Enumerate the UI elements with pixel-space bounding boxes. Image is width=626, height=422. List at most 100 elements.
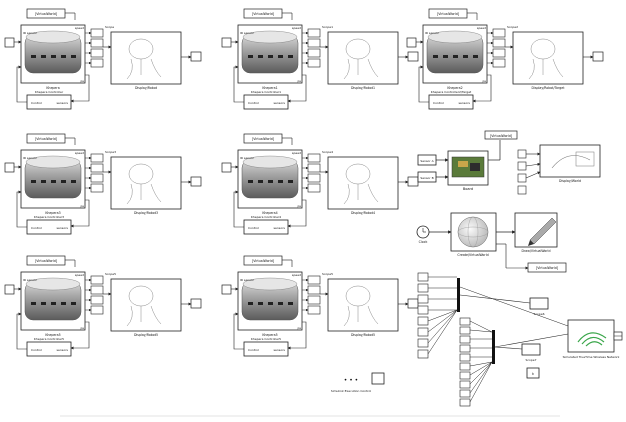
- display-sketch: [343, 58, 379, 80]
- network-output-block[interactable]: [459, 326, 471, 335]
- feedback-line: [418, 65, 429, 103]
- network-output-block[interactable]: [459, 317, 471, 326]
- network-input-block[interactable]: [417, 283, 429, 293]
- mux-port-block[interactable]: [307, 58, 321, 68]
- input-port-block[interactable]: [221, 37, 232, 48]
- vw-tag[interactable]: [243, 255, 283, 266]
- controller-label: Khepera Controller2/Target: [431, 90, 472, 94]
- mux-port-block[interactable]: [90, 173, 104, 183]
- network-output-block[interactable]: [459, 335, 471, 344]
- network-output-block[interactable]: [459, 380, 471, 389]
- robot-sensor-window: [41, 55, 46, 58]
- mux-port-block[interactable]: [307, 48, 321, 58]
- output-port-block[interactable]: [407, 298, 419, 309]
- input-port-block[interactable]: [406, 37, 417, 48]
- mux-port-block[interactable]: [90, 183, 104, 193]
- network-output-block[interactable]: [459, 371, 471, 380]
- display-world-block[interactable]: [539, 144, 601, 178]
- network-input-block[interactable]: [417, 305, 429, 315]
- input-port-block[interactable]: [4, 284, 15, 295]
- network-output-block[interactable]: [459, 362, 471, 371]
- feedback-line: [233, 65, 244, 103]
- robot-top: [242, 277, 298, 291]
- mux-port-block[interactable]: [90, 48, 104, 58]
- scope-label: Scope2: [507, 25, 518, 29]
- execution-control: • • • Simulink Execution Control: [331, 372, 385, 393]
- vw-tag[interactable]: [26, 255, 66, 266]
- robot-sensor-window: [278, 180, 283, 183]
- input-port-block[interactable]: [221, 284, 232, 295]
- network-input-block[interactable]: [417, 338, 429, 348]
- mux-port-block[interactable]: [307, 285, 321, 295]
- draw-world-label: Draw/VirtualWorld: [522, 249, 551, 253]
- mux-port-block[interactable]: [90, 153, 104, 163]
- mux-port-block[interactable]: [307, 163, 321, 173]
- sim-control-block[interactable]: [371, 372, 385, 385]
- vw-tag[interactable]: [26, 8, 66, 19]
- mux-port-block[interactable]: [90, 275, 104, 285]
- vw-tag-label: [VirtualWorld]: [252, 12, 274, 16]
- mux-port-block[interactable]: [307, 183, 321, 193]
- mux-port-block[interactable]: [90, 295, 104, 305]
- vw-tag[interactable]: [243, 8, 283, 19]
- network-output-block[interactable]: [459, 344, 471, 353]
- mux-port-block[interactable]: [492, 58, 506, 68]
- display-robot-label: Display/Robot/Target: [531, 86, 565, 90]
- vw-tag[interactable]: [428, 8, 468, 19]
- output-port-block[interactable]: [190, 51, 202, 62]
- input-port-block[interactable]: [221, 162, 232, 173]
- board-panel: Sensor A Sensor B Board [VirtualWorld] D…: [417, 130, 601, 195]
- network-input-block[interactable]: [417, 327, 429, 337]
- network-output-block[interactable]: [459, 389, 471, 398]
- mux-port-block[interactable]: [307, 305, 321, 315]
- mux-port-block[interactable]: [307, 173, 321, 183]
- network-input-block[interactable]: [417, 316, 429, 326]
- mux-port-block[interactable]: [307, 38, 321, 48]
- mux-port-block[interactable]: [307, 295, 321, 305]
- input-port-block[interactable]: [4, 162, 15, 173]
- sensors-label: sensors: [56, 101, 68, 105]
- sensor-b-label: Sensor B: [420, 176, 433, 180]
- mux-port-block[interactable]: [90, 285, 104, 295]
- display-sketch: [343, 305, 379, 327]
- mux-port-block[interactable]: [90, 58, 104, 68]
- robot-sensor-window: [71, 302, 76, 305]
- mux-port-block[interactable]: [90, 38, 104, 48]
- mux-port-block[interactable]: [307, 275, 321, 285]
- signal-line: [469, 361, 493, 403]
- input-port-block[interactable]: [4, 37, 15, 48]
- mux-port-block[interactable]: [492, 48, 506, 58]
- wireless-label: Simulated TrueTime Wireless Network: [563, 355, 620, 359]
- gain-block[interactable]: [526, 367, 540, 379]
- sensor-a-label: Sensor A: [420, 159, 434, 163]
- display-sketch: [528, 58, 564, 80]
- network-output-block[interactable]: [459, 353, 471, 362]
- mux-port-block[interactable]: [307, 153, 321, 163]
- scope6-block[interactable]: [529, 297, 549, 310]
- mux-port-block[interactable]: [90, 163, 104, 173]
- signal-line: [427, 309, 458, 344]
- globe-icon: [457, 216, 489, 248]
- output-port-block[interactable]: [407, 176, 419, 187]
- output-port-block[interactable]: [190, 298, 202, 309]
- vw-tag[interactable]: [26, 133, 66, 144]
- display-sketch: [126, 305, 162, 327]
- mux-port-block[interactable]: [492, 28, 506, 38]
- output-port-block[interactable]: [190, 176, 202, 187]
- output-port-block[interactable]: [407, 51, 419, 62]
- network-output-block[interactable]: [459, 398, 471, 407]
- vw-tag-display[interactable]: [484, 130, 518, 140]
- mux-port-block[interactable]: [307, 28, 321, 38]
- scope7-block[interactable]: [521, 343, 541, 356]
- network-input-block[interactable]: [417, 272, 429, 282]
- ir-sensor-label: IR sensor: [23, 156, 38, 160]
- wireless-network-block[interactable]: [567, 319, 615, 353]
- mux-port-block[interactable]: [90, 305, 104, 315]
- network-input-block[interactable]: [417, 294, 429, 304]
- mux-port-block[interactable]: [90, 28, 104, 38]
- vw-tag-out[interactable]: [527, 262, 567, 273]
- mux-port-block[interactable]: [492, 38, 506, 48]
- output-port-block[interactable]: [592, 51, 604, 62]
- vw-tag[interactable]: [243, 133, 283, 144]
- network-input-block[interactable]: [417, 349, 429, 359]
